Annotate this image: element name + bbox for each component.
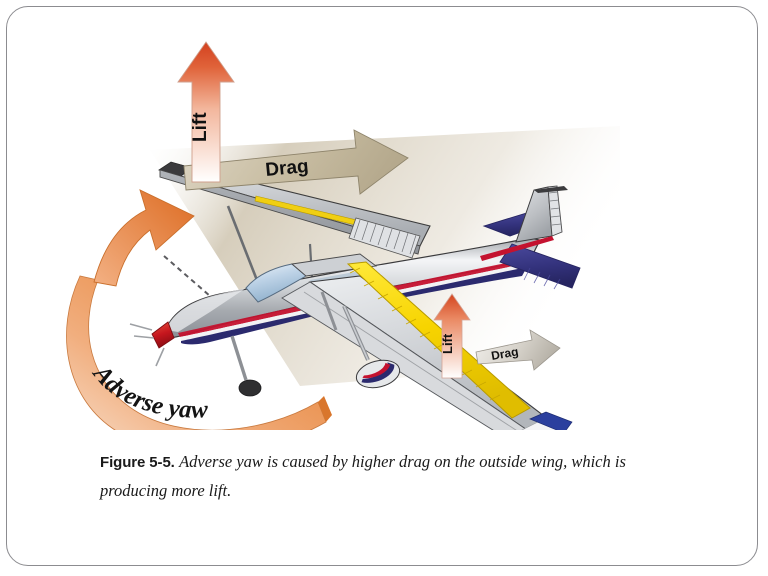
landing-gear [230,291,401,397]
airplane-illustration [129,161,581,430]
drag-arrow-right: Drag [475,329,561,371]
figure-number-label: Figure 5-5. [100,454,175,471]
airplane-diagram-svg: Adverse yaw Drag Lift Lift Drag [66,41,620,430]
drag-arrow-left: Drag [183,129,409,195]
left-wing-flap-hatching [348,217,421,259]
lift-arrow-right-label: Lift [440,333,455,354]
lift-arrow-left: Lift [177,41,235,183]
lift-arrow-right: Lift [433,293,471,379]
figure-caption-text: Adverse yaw is caused by higher drag on … [100,452,626,500]
right-wing [281,261,573,430]
tail-assembly [480,185,581,290]
slide-border-frame [6,6,758,566]
adverse-yaw-arrow: Adverse yaw [66,189,332,430]
adverse-yaw-figure: Adverse yaw Drag Lift Lift Drag [60,30,660,430]
figure-caption: Figure 5-5. Adverse yaw is caused by hig… [100,448,640,506]
drag-arrow-right-label: Drag [490,344,519,363]
drag-arrow-left-label: Drag [264,156,309,181]
lift-arrow-left-label: Lift [190,112,211,142]
